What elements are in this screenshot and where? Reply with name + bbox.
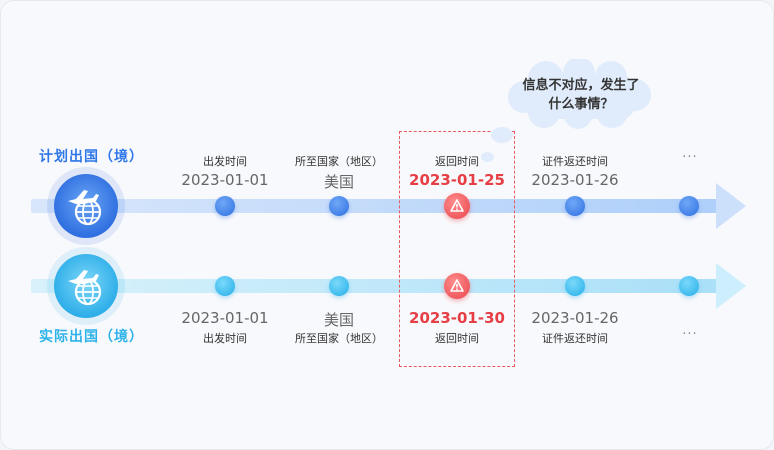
- plan-departure-dot: [215, 196, 235, 216]
- actual-document-return-dot: [565, 276, 585, 296]
- plan-document-return-value: 2023-01-26: [531, 171, 619, 189]
- actual-departure-label: 出发时间: [203, 332, 247, 345]
- thought-bubble: 信息不对应，发生了什么事情？: [504, 59, 654, 129]
- plan-return-warning-icon: [444, 193, 470, 219]
- actual-arrowhead: [716, 263, 746, 309]
- thought-bubble-text: 信息不对应，发生了什么事情？: [522, 78, 640, 112]
- actual-more-dot: [679, 276, 699, 296]
- actual-return-label: 返回时间: [435, 332, 479, 345]
- plan-more-dot: [679, 196, 699, 216]
- plan-more-ellipsis: ···: [682, 150, 698, 165]
- plan-departure-value: 2023-01-01: [181, 171, 269, 189]
- actual-row-title: 实际出国（境）: [39, 329, 144, 345]
- actual-departure-dot: [215, 276, 235, 296]
- thought-bubble-tail: [491, 127, 513, 143]
- actual-more-ellipsis: ···: [682, 327, 698, 342]
- plan-timeline-track: [31, 199, 723, 213]
- plan-destination-value: 美国: [323, 173, 354, 191]
- actual-destination-dot: [329, 276, 349, 296]
- mismatch-highlight-box: [399, 131, 515, 367]
- plan-destination-label: 所至国家（地区）: [295, 155, 383, 168]
- plan-return-value: 2023-01-25: [409, 171, 505, 189]
- plan-departure-label: 出发时间: [203, 155, 247, 168]
- actual-destination-value: 美国: [323, 311, 354, 329]
- actual-destination-label: 所至国家（地区）: [295, 332, 383, 345]
- actual-airplane-globe-icon: [54, 254, 118, 318]
- thought-bubble-tail-small: [481, 152, 494, 162]
- actual-return-value: 2023-01-30: [409, 309, 505, 327]
- plan-document-return-label: 证件返还时间: [542, 155, 608, 168]
- plan-airplane-globe-icon: [54, 174, 118, 238]
- actual-document-return-label: 证件返还时间: [542, 332, 608, 345]
- plan-row-title: 计划出国（境）: [39, 149, 144, 165]
- plan-document-return-dot: [565, 196, 585, 216]
- plan-return-label: 返回时间: [435, 155, 479, 168]
- plan-arrowhead: [716, 183, 746, 229]
- actual-timeline-track: [31, 279, 723, 293]
- actual-departure-value: 2023-01-01: [181, 309, 269, 327]
- actual-return-warning-icon: [444, 273, 470, 299]
- actual-document-return-value: 2023-01-26: [531, 309, 619, 327]
- plan-destination-dot: [329, 196, 349, 216]
